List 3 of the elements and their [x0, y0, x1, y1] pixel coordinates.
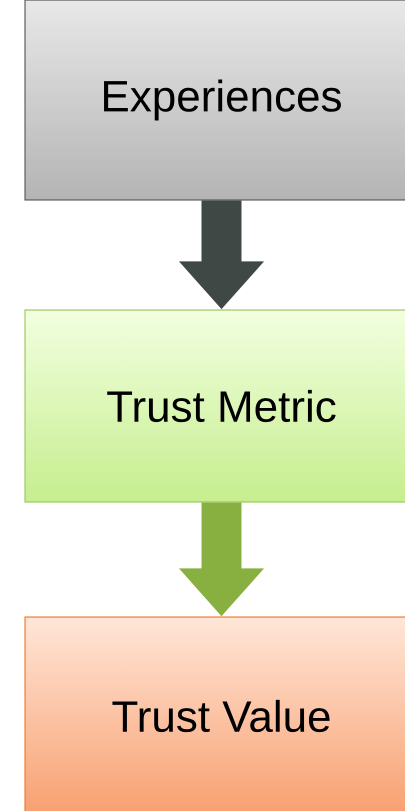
process-box: Trust Metric	[24, 309, 405, 503]
process-box: Trust Value	[24, 616, 405, 811]
process-box: Experiences	[24, 0, 405, 201]
